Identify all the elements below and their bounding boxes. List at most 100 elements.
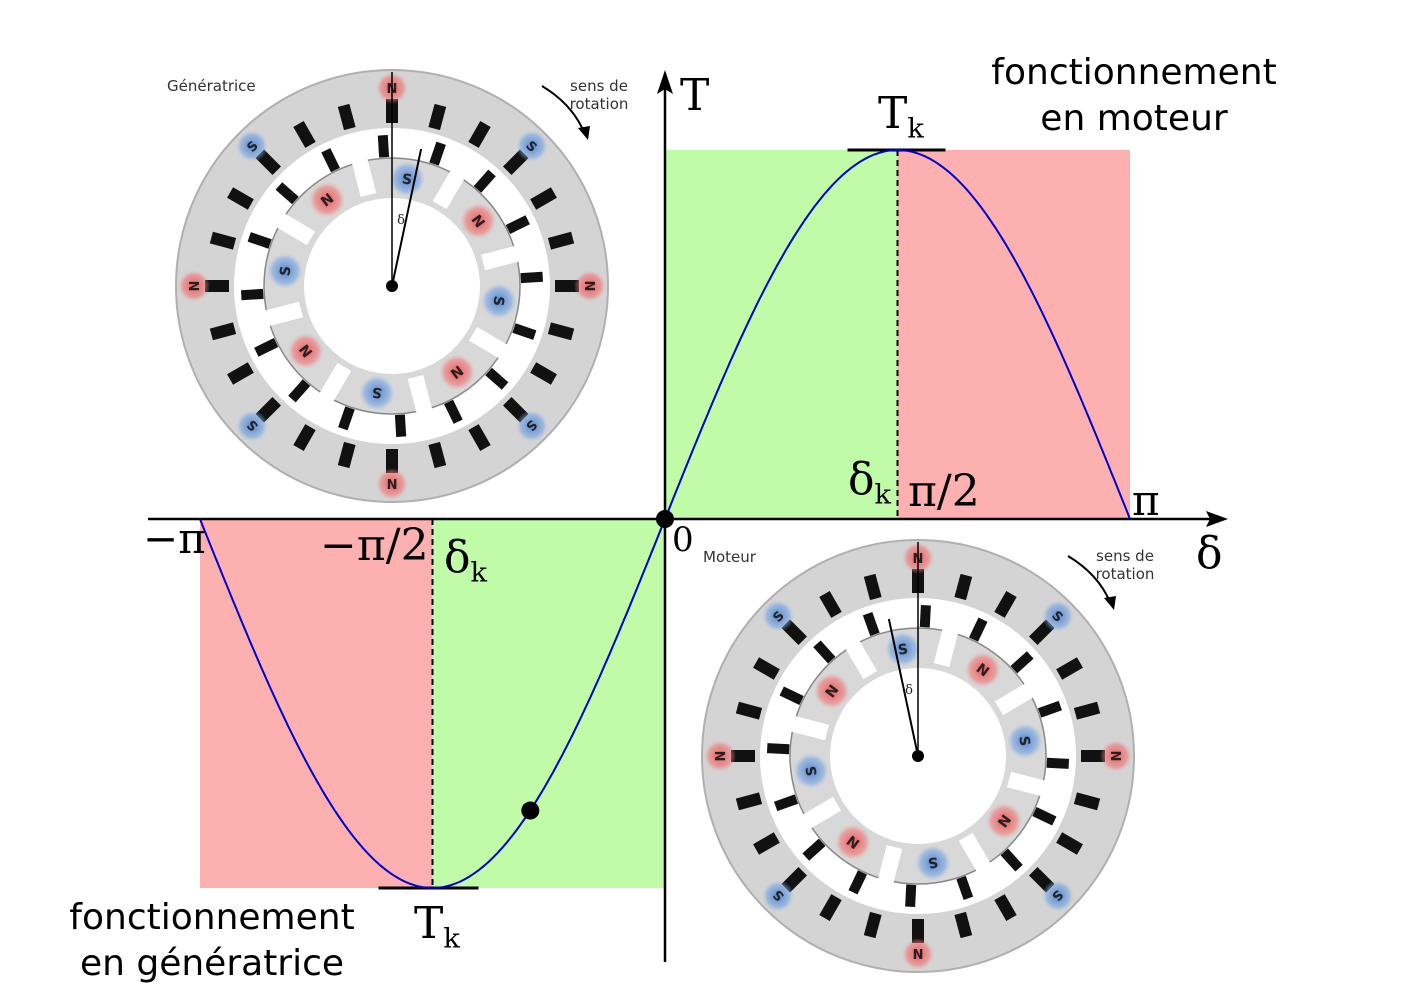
t-axis-label: T xyxy=(680,70,710,121)
rotor-slot xyxy=(1037,700,1063,718)
rotor-notch xyxy=(481,245,520,271)
rotor-north-pole xyxy=(309,181,346,218)
stator-slot xyxy=(547,231,575,250)
pole-letter: N xyxy=(913,945,924,960)
stator-slot xyxy=(1056,657,1083,680)
shaft xyxy=(912,750,924,762)
pole-letter: S xyxy=(401,171,413,188)
stator-slot xyxy=(954,911,973,939)
stator-slot xyxy=(547,322,575,341)
rotation-line2: rotation xyxy=(1095,565,1155,583)
stator-slot xyxy=(530,362,557,385)
stator-north-pole xyxy=(902,938,934,970)
pole-letter: S xyxy=(803,765,820,777)
generator-title: Génératrice xyxy=(167,77,256,95)
rotor-north-pole xyxy=(835,824,872,861)
stator-slot xyxy=(337,441,356,469)
pole-letter: N xyxy=(188,281,203,292)
rotor-axis-pointer xyxy=(887,618,919,757)
generator-rotation-label: sens de rotation xyxy=(556,77,642,113)
minus-pi-over-2-label: −π/2 xyxy=(320,520,429,571)
rotor-slot xyxy=(429,141,446,166)
pole-letter: N xyxy=(581,281,596,292)
rotor-slot xyxy=(473,169,496,193)
rotor-south-pole xyxy=(267,252,304,289)
stator-slot xyxy=(227,362,254,385)
stator-slot xyxy=(468,121,491,148)
rotor-slot xyxy=(338,406,355,431)
pi-label: π xyxy=(1132,476,1160,525)
rotation-arrow xyxy=(1067,555,1111,603)
stator-south-pole xyxy=(761,599,794,632)
generator-mode-line1: fonctionnement xyxy=(69,897,355,938)
rotor-notch xyxy=(1007,771,1046,797)
rotor-notch xyxy=(351,158,377,197)
stator-north-pole xyxy=(178,270,210,302)
stator-slot xyxy=(386,449,398,473)
delta-angle-symbol: δ xyxy=(905,683,913,698)
rotor-slot xyxy=(862,611,880,637)
rotor-slot xyxy=(956,875,974,901)
tk-symbol: T xyxy=(878,88,908,139)
rotor-slot xyxy=(919,604,931,628)
rotor-slot xyxy=(848,870,867,895)
stator-south-pole xyxy=(1042,880,1075,913)
rotor-slot xyxy=(288,379,311,403)
stator-south-pole xyxy=(235,410,268,443)
tk-subscript: k xyxy=(443,923,460,955)
rotor-slot xyxy=(773,794,799,812)
motor-mode-line2: en moteur xyxy=(1040,98,1228,139)
rotor-slot xyxy=(444,399,463,424)
region-2 xyxy=(665,150,898,519)
pole-letter: N xyxy=(1107,751,1122,762)
tk-label-top: Tk xyxy=(878,88,924,145)
shaft xyxy=(386,280,398,292)
pole-letter: S xyxy=(927,853,939,870)
delta-k-label-positive: δk xyxy=(848,454,891,511)
rotor-slot xyxy=(779,686,804,705)
rotor-slot xyxy=(275,182,299,205)
stator-slot xyxy=(1073,792,1101,811)
rotor-notch xyxy=(958,832,991,873)
stator-slot xyxy=(209,231,237,250)
stator-slot xyxy=(912,919,924,943)
pole-letter: N xyxy=(387,475,398,490)
stator-north-pole xyxy=(574,270,606,302)
rotor-slot xyxy=(766,743,790,755)
rotor-notch xyxy=(468,326,509,359)
rotor-notch xyxy=(790,715,829,741)
stator-south-pole xyxy=(1042,599,1075,632)
rotor-slot xyxy=(247,232,272,249)
motor-rotation-label: sens de rotation xyxy=(1082,547,1168,583)
pole-letter: S xyxy=(897,641,909,658)
rotor-slot xyxy=(377,134,390,158)
stator-slot xyxy=(428,441,447,469)
motor-mode-label: fonctionnement en moteur xyxy=(984,50,1284,142)
stator-south-pole xyxy=(235,129,268,162)
motor-mode-line1: fonctionnement xyxy=(991,52,1277,93)
delta-k-symbol: δ xyxy=(848,454,875,505)
chart-regions xyxy=(199,150,1131,888)
rotor-north-pole xyxy=(438,354,475,391)
region-3 xyxy=(897,150,1131,519)
rotor-slot xyxy=(813,640,836,664)
delta-angle-symbol: δ xyxy=(397,213,405,228)
x-axis-arrow xyxy=(1206,511,1228,527)
rotor-notch xyxy=(845,639,878,680)
delta-k-label-negative: δk xyxy=(444,532,487,589)
stator-slot xyxy=(731,750,755,762)
stator-slot xyxy=(209,322,237,341)
rotor-slot xyxy=(505,215,530,234)
rotor-notch xyxy=(275,213,316,246)
stator-slot xyxy=(735,792,763,811)
rotor-slot xyxy=(254,338,279,357)
stator-slot xyxy=(863,911,882,939)
stator-slot xyxy=(530,187,557,210)
stator-south-pole xyxy=(761,880,794,913)
stator-slot xyxy=(819,591,842,618)
region-0 xyxy=(199,519,433,888)
rotation-line1: sens de xyxy=(1096,547,1154,565)
rotor-north-pole xyxy=(813,673,850,710)
rotor-north-pole xyxy=(287,332,324,369)
